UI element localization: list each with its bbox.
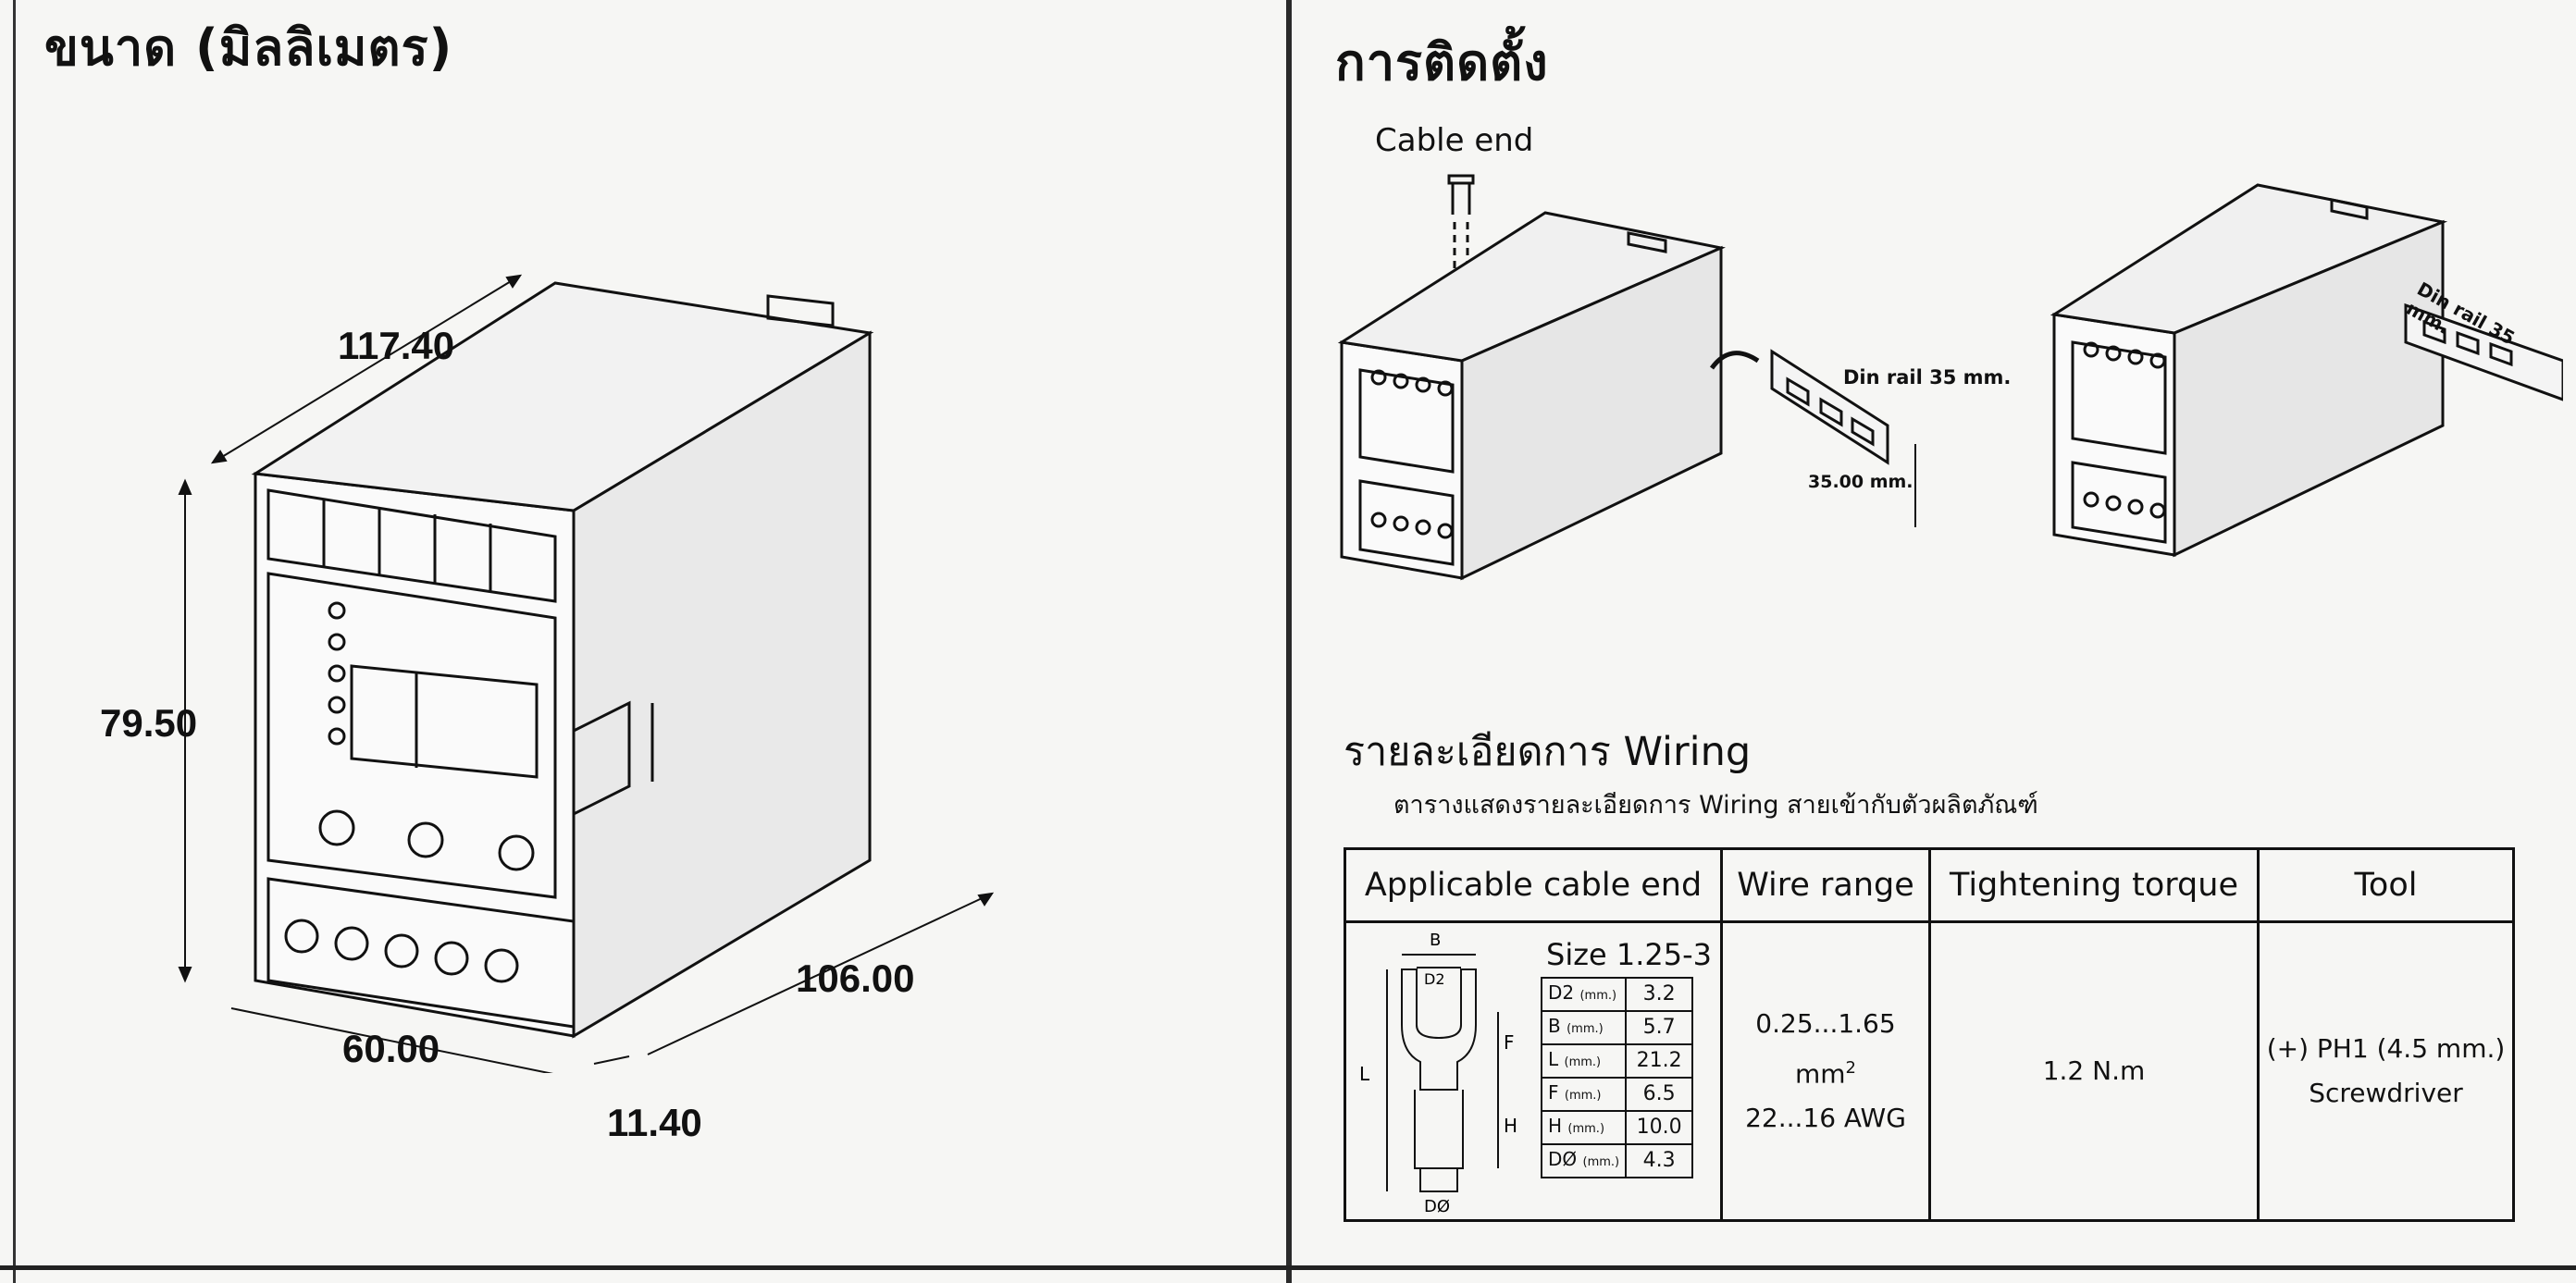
page-bottom-border	[0, 1265, 2576, 1270]
height-dimension: 79.50	[100, 701, 198, 745]
spec-value: 10.0	[1625, 1110, 1694, 1145]
page-edge	[13, 0, 16, 1283]
col-header: Wire range	[1720, 847, 1931, 923]
cable-spec-table: D2 (mm.) 3.2 B (mm.) 5.7 L (mm.) 21.2 F (mm…	[1540, 977, 1694, 1178]
lug-f-label: F	[1504, 1031, 1515, 1054]
spec-unit: (mm.)	[1567, 1022, 1604, 1036]
installation-heading: การติดตั้ง	[1335, 33, 1549, 92]
page-fold	[1286, 0, 1292, 1283]
installation-drawing	[1337, 174, 2563, 581]
spec-name: DØ	[1548, 1148, 1578, 1170]
spec-name: F	[1548, 1081, 1559, 1104]
tool-cell: (+) PH1 (4.5 mm.) Screwdriver	[2257, 920, 2515, 1222]
spec-unit: (mm.)	[1582, 1155, 1620, 1169]
device-dimension-drawing	[178, 274, 995, 1073]
wire-range-superscript: 2	[1845, 1057, 1856, 1078]
spec-value: 21.2	[1625, 1043, 1694, 1079]
lug-h-label: H	[1504, 1115, 1517, 1137]
col-header: Tightening torque	[1928, 847, 2260, 923]
torque-value: 1.2 N.m	[2042, 1055, 2146, 1086]
spec-unit: (mm.)	[1567, 1122, 1605, 1136]
cable-size-label: Size 1.25-3	[1546, 937, 1713, 972]
wire-range-awg: 22...16 AWG	[1745, 1103, 1906, 1134]
spec-unit: (mm.)	[1564, 1055, 1602, 1069]
tool-name: Screwdriver	[2309, 1078, 2463, 1108]
spec-name: D2	[1548, 981, 1575, 1004]
spec-unit: (mm.)	[1579, 989, 1617, 1003]
spec-name: H	[1548, 1115, 1563, 1137]
torque-cell: 1.2 N.m	[1928, 920, 2260, 1222]
spec-value: 5.7	[1625, 1010, 1694, 1045]
lug-d2-label: D2	[1424, 970, 1445, 988]
wire-range-mm2: 0.25...1.65 mm	[1755, 1007, 1896, 1090]
spec-unit: (mm.)	[1564, 1089, 1602, 1103]
wiring-header-row: Applicable cable end Wire range Tighteni…	[1344, 847, 2515, 923]
length-dimension: 117.40	[338, 324, 455, 367]
spec-name: L	[1548, 1048, 1559, 1070]
spec-value: 3.2	[1625, 977, 1694, 1012]
col-header: Applicable cable end	[1344, 847, 1723, 923]
spec-value: 4.3	[1625, 1143, 1694, 1178]
wiring-title: รายละเอียดการ Wiring	[1344, 729, 1752, 775]
spec-row: L (mm.) 21.2	[1540, 1043, 1694, 1079]
width-dimension: 60.00	[342, 1027, 440, 1070]
lug-l-label: L	[1359, 1063, 1370, 1085]
offset-dimension: 11.40	[607, 1101, 702, 1144]
spec-row: F (mm.) 6.5	[1540, 1077, 1694, 1112]
spec-row: B (mm.) 5.7	[1540, 1010, 1694, 1045]
spec-name: B	[1548, 1015, 1561, 1037]
rail-height-label: 35.00 mm.	[1808, 472, 1913, 492]
wiring-subtitle: ตารางแสดงรายละเอียดการ Wiring สายเข้ากับ…	[1393, 791, 2038, 820]
wiring-data-row: B D2 L F H DØ Size 1.25-3 D2 (mm.) 3.2 B …	[1344, 920, 2515, 1222]
cable-lug-diagram: B D2 L F H DØ	[1359, 931, 1517, 1216]
spec-value: 6.5	[1625, 1077, 1694, 1112]
spec-row: H (mm.) 10.0	[1540, 1110, 1694, 1145]
cable-end-label: Cable end	[1375, 122, 1534, 159]
lug-dphi-label: DØ	[1424, 1197, 1450, 1216]
dimensions-heading: ขนาด (มิลลิเมตร)	[44, 19, 453, 77]
col-header: Tool	[2257, 847, 2515, 923]
wire-range-cell: 0.25...1.65 mm2 22...16 AWG	[1720, 920, 1931, 1222]
din-rail-label: Din rail 35 mm.	[1843, 366, 2012, 389]
lug-b-label: B	[1430, 931, 1441, 950]
spec-row: DØ (mm.) 4.3	[1540, 1143, 1694, 1178]
cable-end-cell: B D2 L F H DØ Size 1.25-3 D2 (mm.) 3.2 B …	[1344, 920, 1723, 1222]
tool-bit: (+) PH1 (4.5 mm.)	[2266, 1033, 2506, 1064]
wiring-table: Applicable cable end Wire range Tighteni…	[1344, 847, 2515, 1222]
spec-row: D2 (mm.) 3.2	[1540, 977, 1694, 1012]
depth-dimension: 106.00	[796, 956, 915, 1000]
